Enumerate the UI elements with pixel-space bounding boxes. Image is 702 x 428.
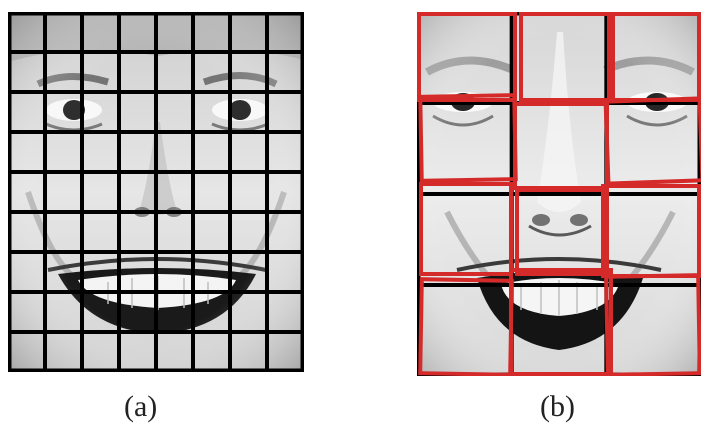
face-image-coarse-grid: [417, 12, 701, 376]
face-coarse-grid-svg: [417, 12, 701, 376]
fine-grid-overlay: [8, 12, 304, 372]
highlight-region-forehead-left: [417, 12, 517, 102]
highlight-region-forehead-center: [519, 12, 611, 102]
highlight-region-cheek-left: [419, 182, 513, 276]
grid-border: [8, 12, 304, 372]
highlighted-regions: [417, 12, 701, 376]
highlight-region-mouth-center: [509, 268, 613, 376]
panel-a-caption: (a): [124, 390, 158, 423]
face-image-fine-grid: [8, 12, 304, 372]
panel-b-caption: (b): [540, 390, 575, 423]
highlight-region-mouth-right: [604, 273, 701, 376]
highlight-region-eye-right: [603, 96, 701, 186]
highlight-region-nose-tip: [515, 188, 609, 276]
face-fine-grid-svg: [8, 12, 304, 372]
